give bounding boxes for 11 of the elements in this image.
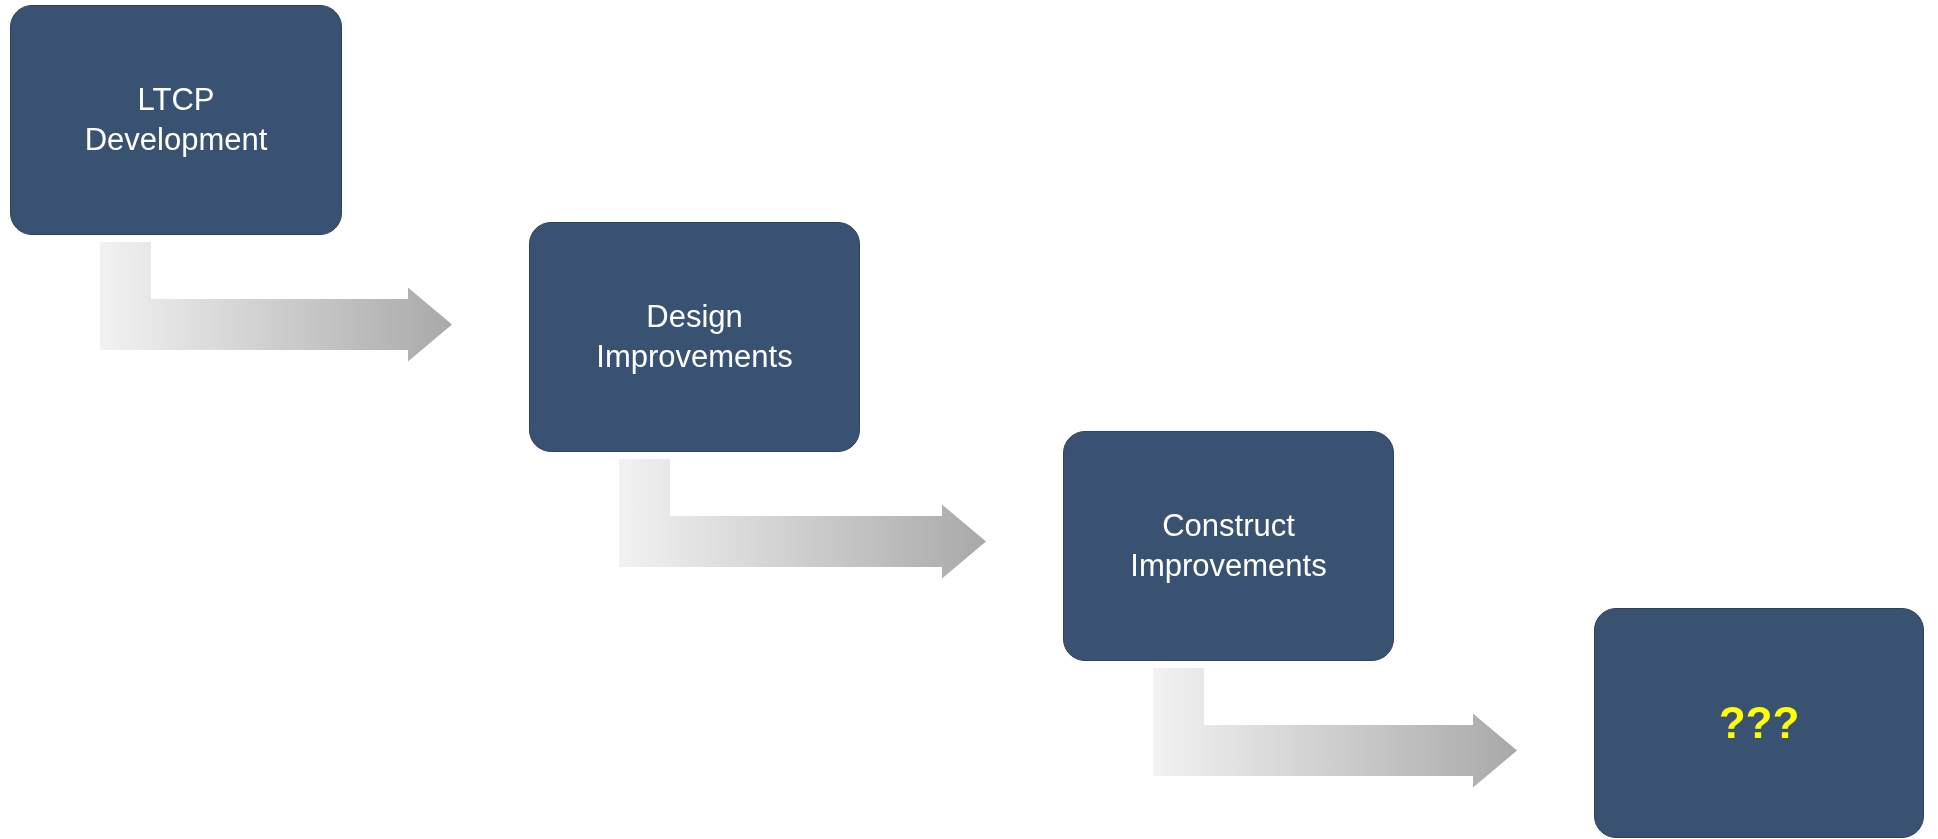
box-label: ??? — [1718, 697, 1800, 750]
bent-arrow — [100, 242, 452, 362]
box-label: LTCP Development — [83, 80, 269, 159]
box-label: Construct Improvements — [1129, 506, 1328, 585]
process-box — [1063, 431, 1394, 661]
process-box — [1594, 608, 1924, 838]
process-box — [10, 5, 342, 235]
box-label: Design Improvements — [595, 297, 794, 376]
process-box — [529, 222, 860, 452]
bent-arrow — [619, 459, 986, 579]
bent-arrow — [1153, 668, 1517, 788]
